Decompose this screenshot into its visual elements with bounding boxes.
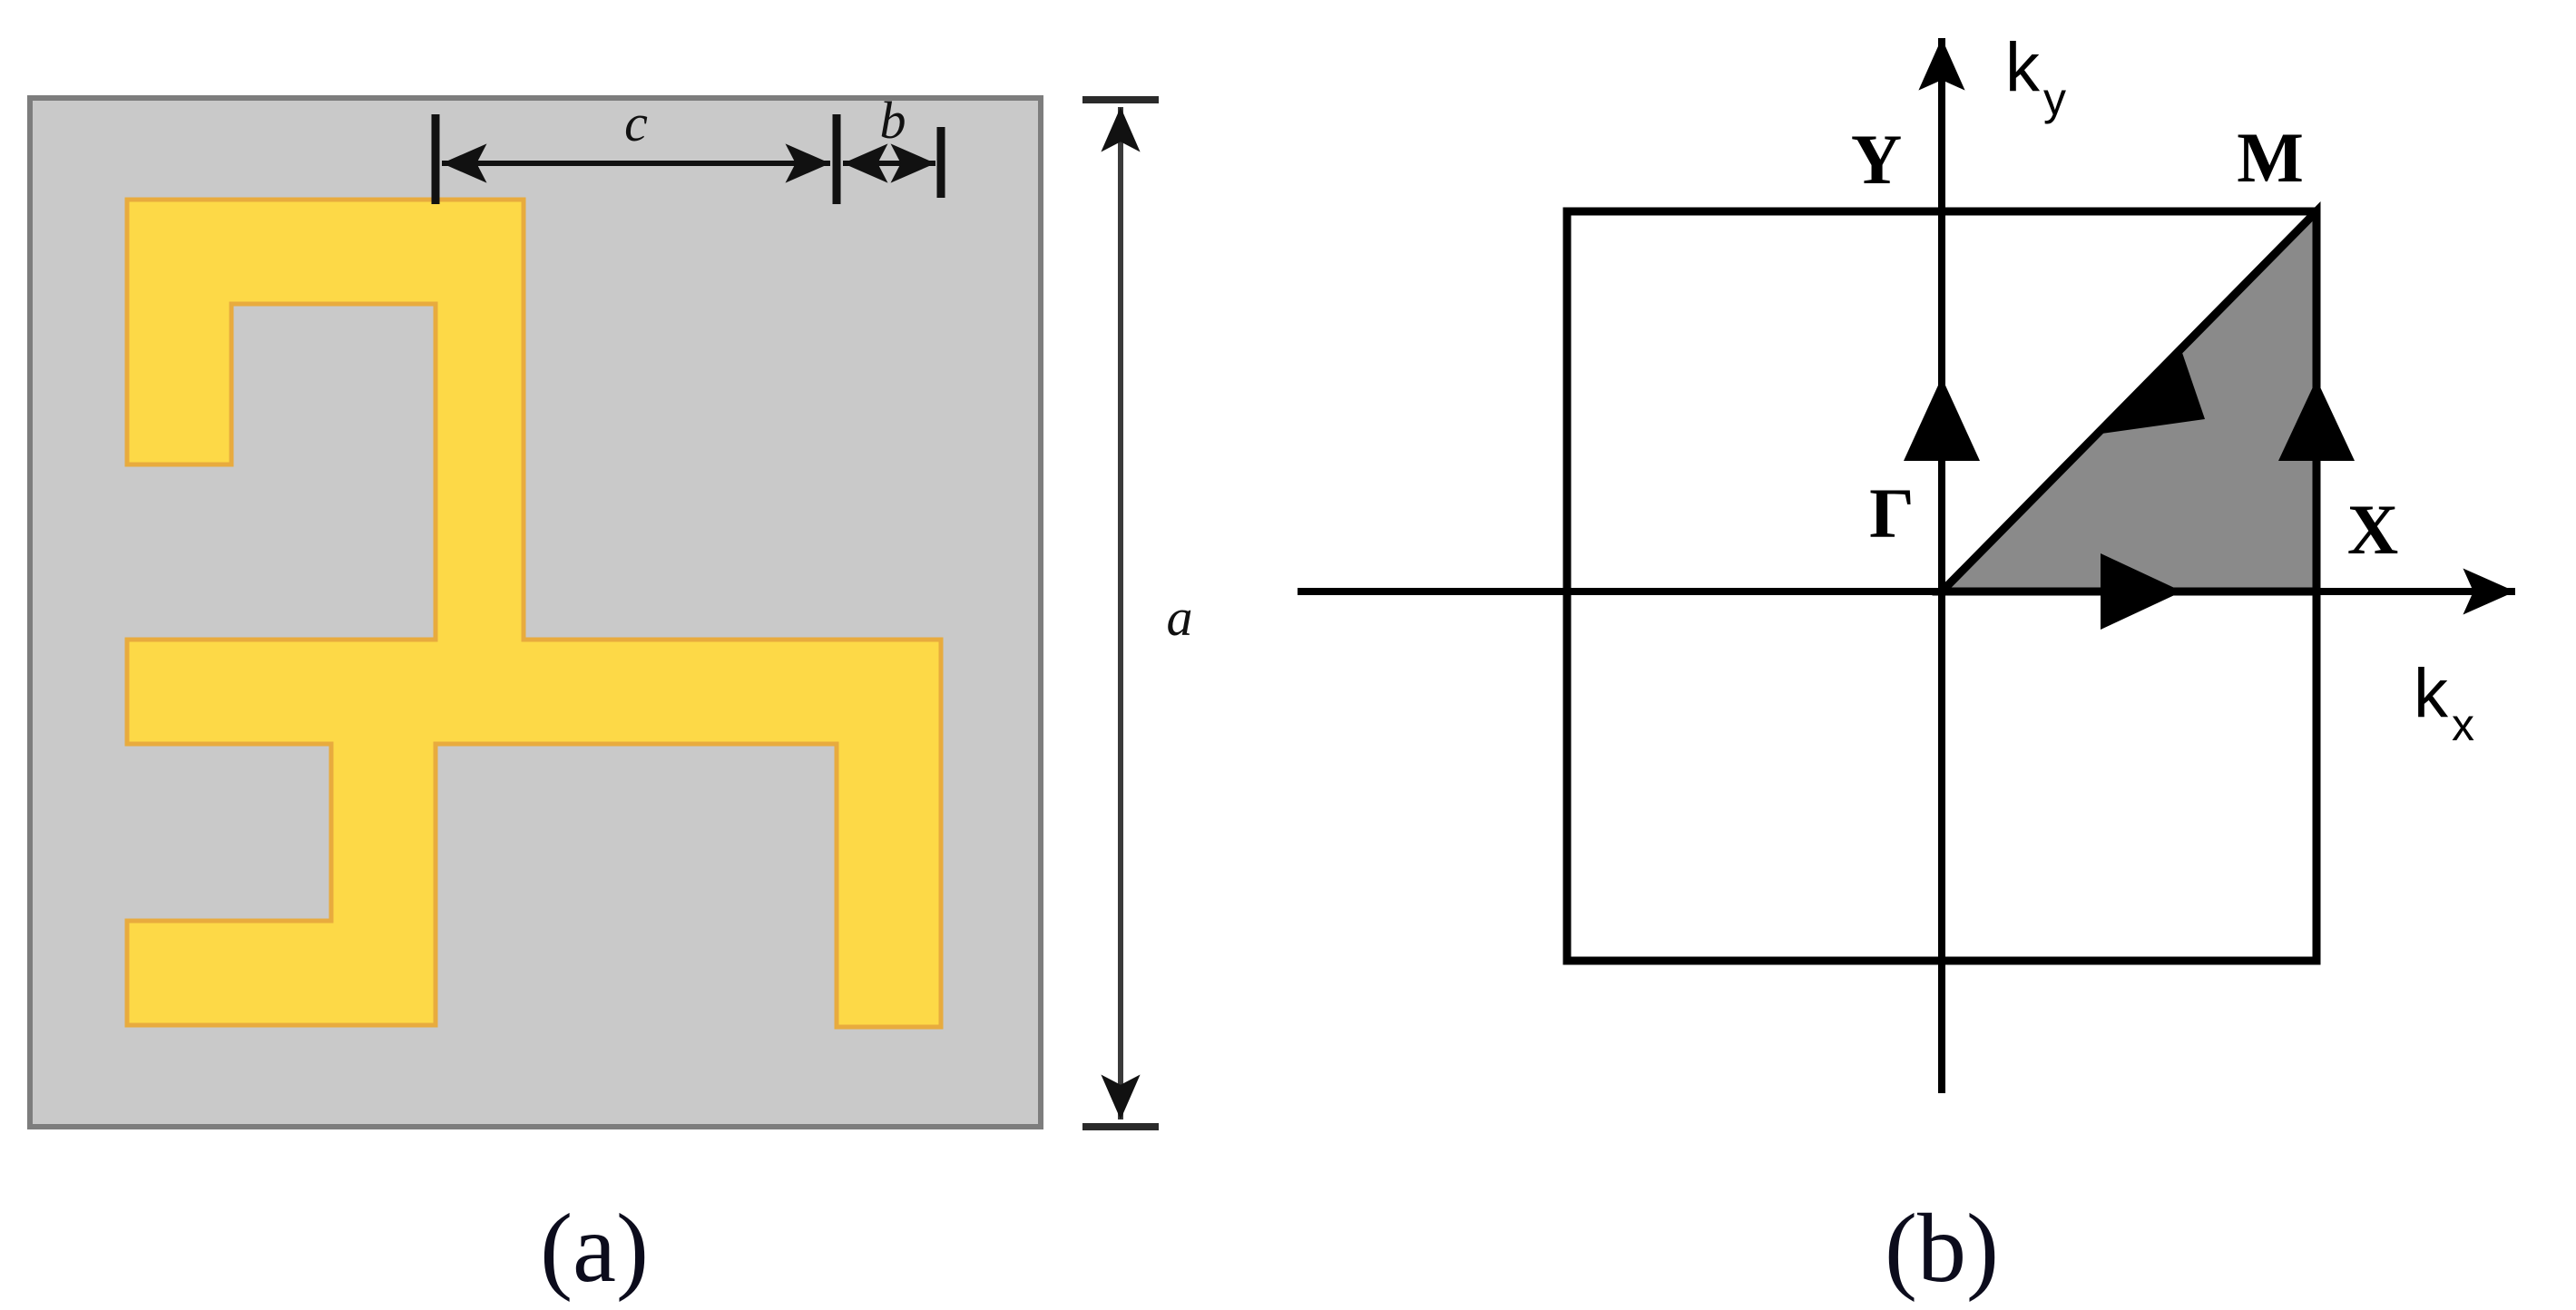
panel-a-caption: (a) [540, 1195, 649, 1303]
arrow-gamma-to-y [1904, 377, 1980, 461]
arrow-gamma-to-x [2101, 553, 2182, 630]
symmetry-label-x: X [2347, 490, 2398, 569]
dim-label-b: b [880, 91, 906, 150]
panel-b-caption: (b) [1885, 1195, 1999, 1303]
panel-a-unit-cell: c b a (a) [27, 91, 1193, 1303]
arrow-x-to-m [2278, 379, 2355, 461]
ky-axis-label-subscript: y [2043, 73, 2066, 124]
ky-axis-label-group: k y [2005, 29, 2066, 124]
kx-axis-label-group: k x [2414, 655, 2474, 750]
arrow-m-to-gamma [2101, 345, 2205, 434]
panel-b-brillouin-zone: Γ X M Y k y k x (b) [1288, 0, 2576, 1310]
dim-label-c: c [624, 93, 648, 152]
ky-axis-label: k [2005, 29, 2041, 106]
dim-label-a: a [1167, 588, 1193, 647]
irreducible-brillouin-zone [1932, 201, 2321, 596]
swastika-resonator [124, 197, 944, 1030]
symmetry-label-m: M [2237, 118, 2304, 197]
panel-b-svg: Γ X M Y k y k x (b) [1298, 29, 2515, 1303]
symmetry-label-y: Y [1851, 120, 1902, 199]
kx-axis-label: k [2414, 655, 2449, 732]
panel-a-svg: c b a (a) [27, 91, 1193, 1303]
kx-axis-label-subscript: x [2452, 699, 2474, 750]
symmetry-label-gamma: Γ [1869, 474, 1915, 552]
